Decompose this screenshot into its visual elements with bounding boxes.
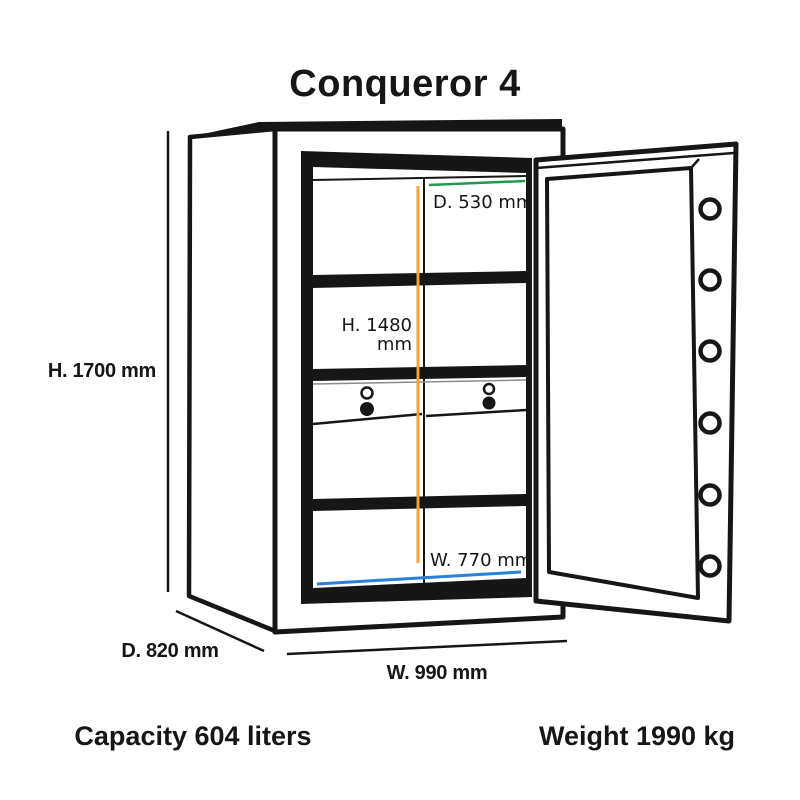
external-depth-label: D. 820 mm [121,640,218,662]
width-dimension-line [286,639,568,656]
internal-height-label-line2: mm [377,334,412,355]
internal-height-label-line1: H. 1480 [342,315,412,336]
door-bolt-icon [698,554,722,578]
keyhole-ring-icon [482,382,496,396]
safe-illustration [186,119,739,635]
page-title: Conqueror 4 [289,63,520,105]
dimension-annotations: H. 1700 mm D. 820 mm W. 990 mm D. 530 mm… [48,131,568,684]
door-top-edge-line [535,151,735,170]
right-drawer-bottom-line [425,408,527,418]
left-drawer-bottom-line [312,412,423,426]
internal-width-label: W. 770 mm [430,550,532,571]
internal-width-line [316,570,522,586]
safe-side-panel [186,126,278,634]
keyhole-dot-icon [482,396,496,410]
keyhole-dot-icon [360,402,374,416]
external-height-label: H. 1700 mm [48,360,156,382]
internal-depth-label: D. 530 mm [433,192,533,213]
safe-top-panel [189,119,562,137]
door-inner-panel [545,166,700,600]
external-width-label: W. 990 mm [387,662,488,684]
weight-label: Weight 1990 kg [539,721,735,751]
door-bolt-icon [698,483,722,507]
capacity-label: Capacity 604 liters [74,721,311,751]
interior-ceiling-line [312,175,527,181]
door-bolt-icon [698,411,722,435]
door-bolt-icon [698,197,722,221]
safe-door [533,141,739,624]
door-bevel-line [690,158,700,169]
door-bolt-icon [698,268,722,292]
door-bolt-icon [698,339,722,363]
internal-depth-line [428,179,526,187]
keyhole-ring-icon [360,386,374,400]
depth-dimension-line [175,609,265,653]
